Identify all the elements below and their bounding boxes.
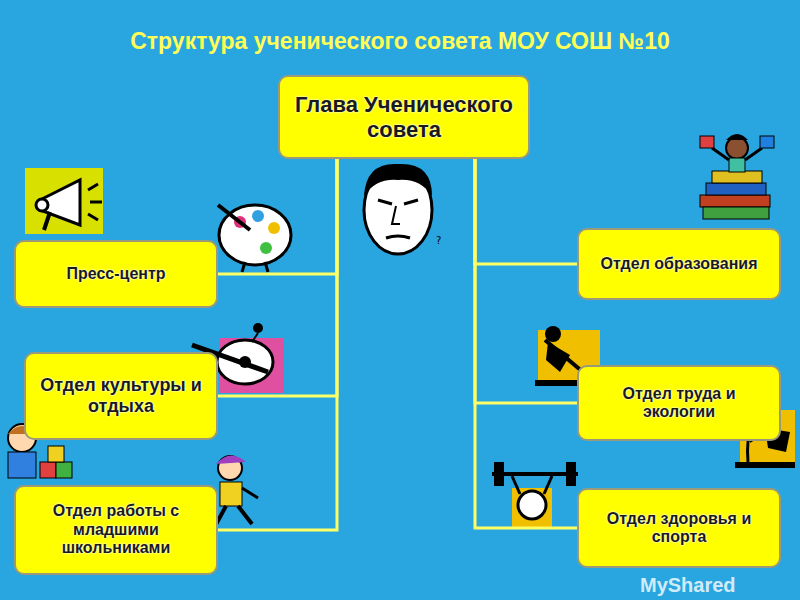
connector-line — [475, 159, 577, 403]
box-label: Отдел культуры и отдыха — [34, 375, 208, 416]
svg-text:?: ? — [436, 235, 441, 246]
connector-line — [218, 159, 337, 396]
box-label: Пресс-центр — [66, 265, 165, 283]
connector-line — [218, 159, 337, 274]
department-box: Отдел труда и экологии — [577, 365, 781, 441]
head-box: Глава Ученического совета — [278, 75, 530, 159]
box-label: Отдел образования — [601, 255, 758, 273]
box-label: Глава Ученического совета — [288, 92, 520, 143]
department-box: Отдел работы с младшими школьниками — [14, 485, 218, 575]
box-label: Отдел работы с младшими школьниками — [24, 502, 208, 557]
department-box: Отдел культуры и отдыха — [24, 352, 218, 440]
palette-icon — [218, 205, 291, 272]
department-box: Отдел здоровья и спорта — [577, 488, 781, 568]
department-box: Отдел образования — [577, 228, 781, 300]
department-box: Пресс-центр — [14, 240, 218, 308]
megaphone-icon — [25, 168, 103, 234]
books-icon — [700, 134, 774, 219]
leader-face: ? — [364, 164, 441, 254]
connector-line — [218, 159, 337, 530]
barbell-icon — [492, 462, 578, 528]
diagram-title: Структура ученического совета МОУ СОШ №1… — [10, 28, 790, 55]
connector-line — [475, 159, 577, 528]
watermark: MyShared — [640, 574, 736, 597]
connector-line — [475, 159, 577, 264]
box-label: Отдел труда и экологии — [587, 385, 771, 422]
box-label: Отдел здоровья и спорта — [587, 510, 771, 547]
kid-running-icon — [214, 455, 258, 528]
